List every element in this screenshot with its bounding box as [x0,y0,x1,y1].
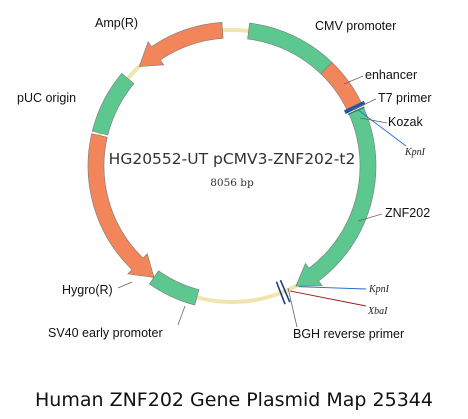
plasmid-name: HG20552-UT pCMV3-ZNF202-t2 [109,150,356,168]
plasmid-size: 8056 bp [210,177,254,189]
feature-hygro [87,133,155,278]
feature-znf202 [295,107,377,287]
site-line-kpni-1 [357,109,407,147]
leader-sv40 [177,305,186,326]
feature-sv40-early-promoter [148,270,200,306]
label-bgh-reverse-primer: BGH reverse primer [293,327,404,341]
label-t7-primer: T7 primer [378,91,431,105]
label-puc-origin: pUC origin [17,91,76,105]
leader-znf202 [357,213,383,222]
leader-t7-primer [351,98,377,111]
leader-lines [117,75,388,328]
feature-puc-origin [91,73,135,136]
label-enhancer: enhancer [365,68,417,82]
sites-layer [290,109,407,307]
features-layer [87,22,377,306]
site-line-kpni-2 [298,286,367,290]
site-line-xbai [290,290,367,307]
feature-enhancer [320,61,362,111]
plasmid-map: HG20552-UT pCMV3-ZNF202-t2 8056 bp Amp(R… [17,16,431,341]
label-kpni-1: KpnI [404,147,426,158]
label-cmv-promoter: CMV promoter [315,19,396,33]
feature-kozak [347,106,365,115]
label-kozak: Kozak [388,115,423,129]
leader-kozak [359,117,388,124]
label-kpni-2: KpnI [368,284,390,295]
label-amp: Amp(R) [95,16,138,30]
feature-t7-primer [343,100,366,114]
label-hygro: Hygro(R) [62,283,113,297]
map-caption: Human ZNF202 Gene Plasmid Map 25344 [35,388,433,411]
feature-bgh-reverse-primer-2 [275,281,286,305]
feature-amp [138,22,224,67]
label-xbai: XbaI [367,306,388,317]
feature-bgh-reverse-primer-1 [279,279,291,303]
leader-enhancer [343,75,364,85]
label-znf202: ZNF202 [385,206,430,220]
leader-hygro [117,281,133,289]
label-sv40-early-promoter: SV40 early promoter [48,326,163,340]
leader-bgh [287,287,298,328]
